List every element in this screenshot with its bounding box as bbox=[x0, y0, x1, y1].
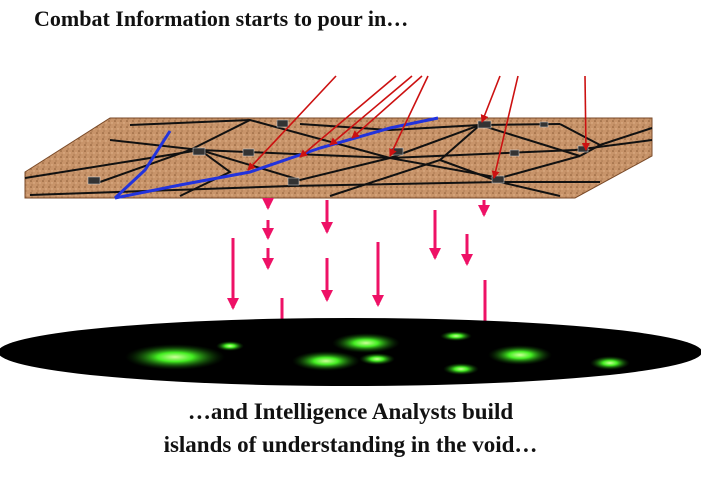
caption-line-2: islands of understanding in the void… bbox=[163, 432, 538, 457]
void-ellipse bbox=[0, 318, 701, 386]
slide-title: Combat Information starts to pour in… bbox=[34, 6, 409, 31]
incoming-info-arrows bbox=[247, 75, 590, 179]
slide-caption: …and Intelligence Analysts build islands… bbox=[0, 395, 701, 461]
caption-line-1: …and Intelligence Analysts build bbox=[187, 399, 514, 424]
terrain-map bbox=[24, 116, 653, 200]
downward-flow-arrows bbox=[227, 198, 491, 342]
